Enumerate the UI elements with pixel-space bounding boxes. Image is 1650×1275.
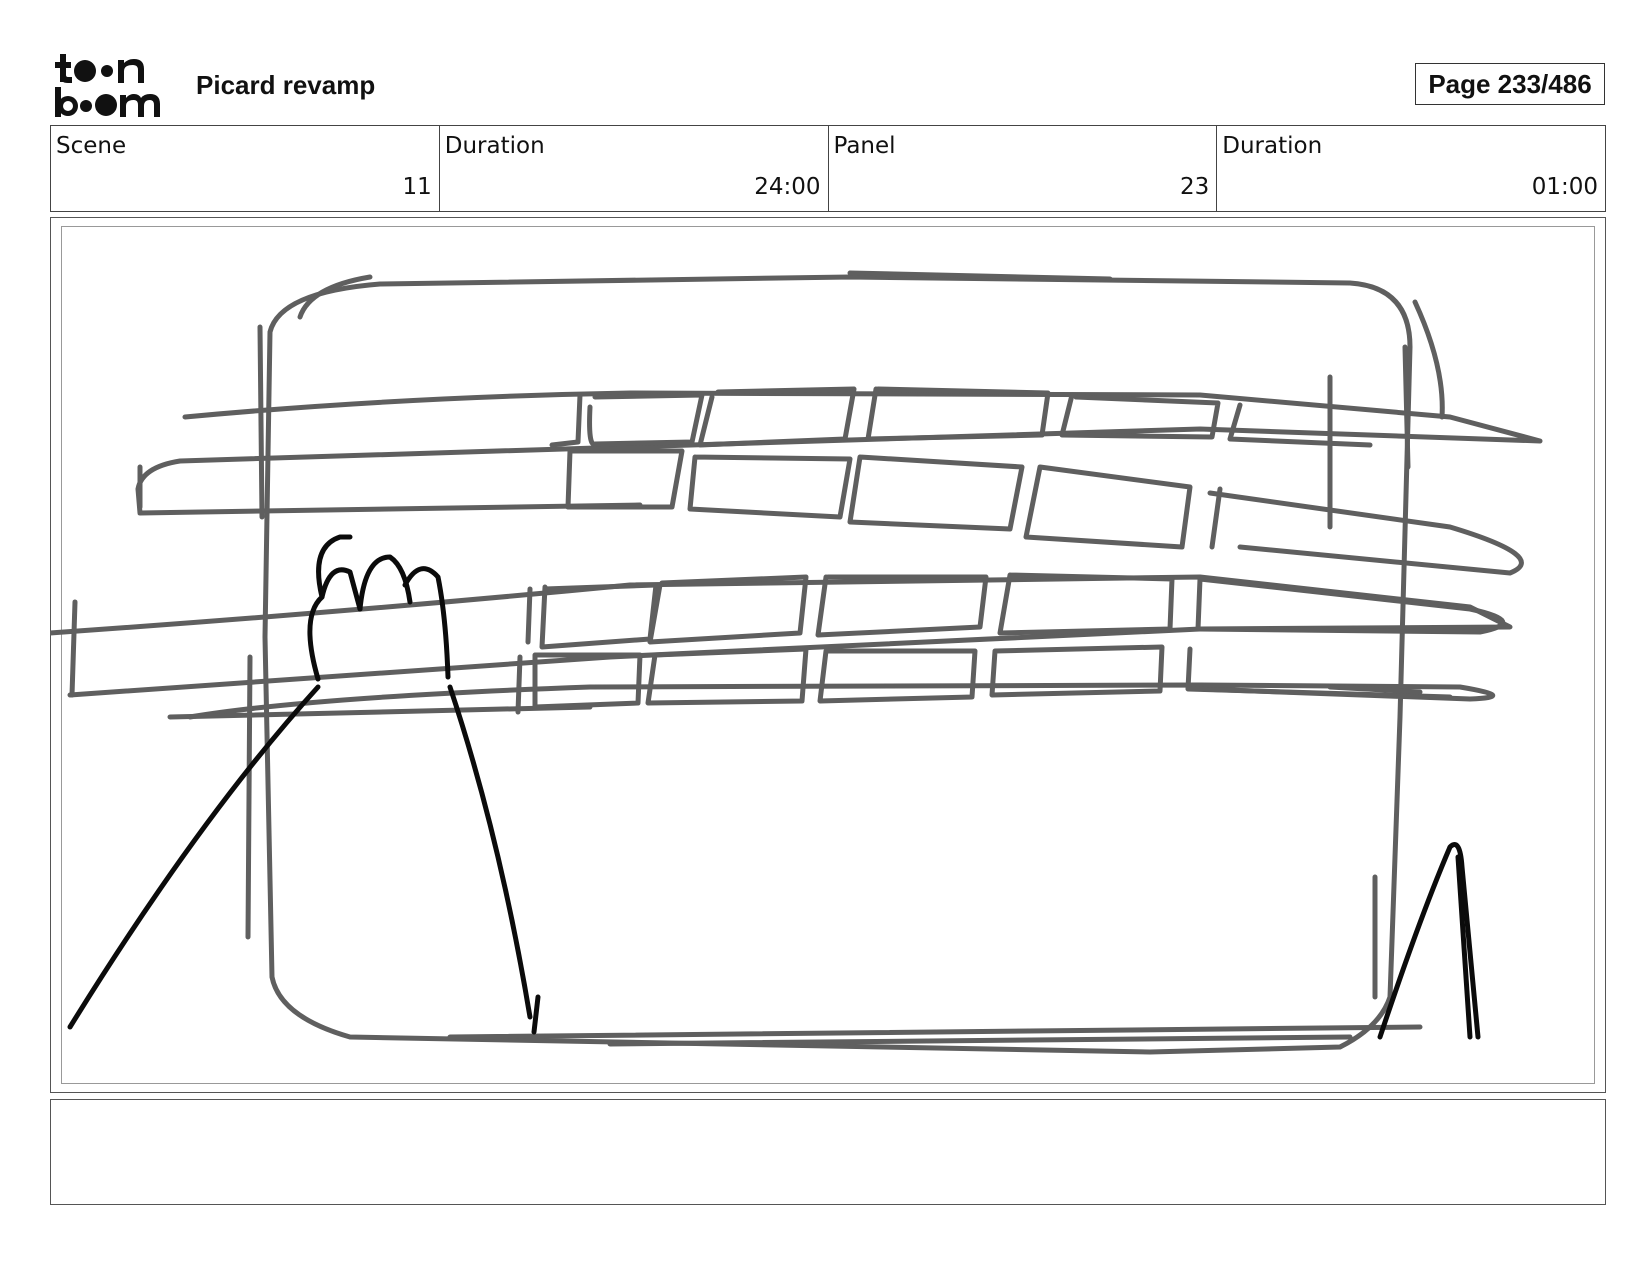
scene-cell: Scene 11 [51, 126, 440, 211]
sketch-gray-layer [50, 270, 1543, 1055]
scene-duration-label: Duration [444, 133, 545, 159]
panel-info-table: Scene 11 Duration 24:00 Panel 23 Duratio… [50, 125, 1606, 212]
page-indicator-label: Page 233/486 [1428, 68, 1592, 99]
panel-duration-cell: Duration 01:00 [1217, 126, 1605, 211]
panel-caption-box [50, 1099, 1606, 1205]
scene-label: Scene [56, 133, 127, 159]
storyboard-panel-frame [50, 217, 1606, 1093]
sketch-black-layer [67, 534, 1481, 1040]
panel-value: 23 [1179, 174, 1210, 200]
panel-cell: Panel 23 [829, 126, 1218, 211]
panel-duration-label: Duration [1222, 133, 1323, 159]
storyboard-sketch [50, 270, 1543, 1055]
scene-duration-cell: Duration 24:00 [440, 126, 829, 211]
panel-label: Panel [833, 133, 896, 159]
project-title: Picard revamp [196, 70, 376, 100]
panel-duration-value: 01:00 [1531, 174, 1598, 200]
page-indicator: Page 233/486 [1415, 63, 1605, 105]
toon-boom-logo [55, 54, 160, 117]
scene-duration-value: 24:00 [754, 174, 821, 200]
storyboard-panel-safe-area [61, 226, 1595, 1084]
scene-value: 11 [402, 174, 432, 200]
